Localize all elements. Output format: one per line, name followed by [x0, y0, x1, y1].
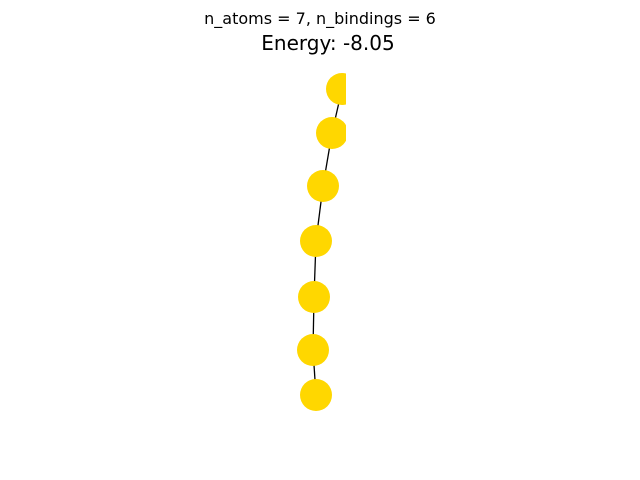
atom-6 [300, 379, 332, 411]
atom-1 [316, 117, 346, 149]
atom-5 [297, 334, 329, 366]
atom-0 [326, 73, 346, 105]
atom-2 [307, 170, 339, 202]
atom-4 [298, 281, 330, 313]
atoms-layer [297, 73, 346, 411]
figure-title: Energy: -8.05 [261, 31, 394, 55]
figure-subtitle: n_atoms = 7, n_bindings = 6 [204, 9, 436, 29]
atom-3 [300, 225, 332, 257]
